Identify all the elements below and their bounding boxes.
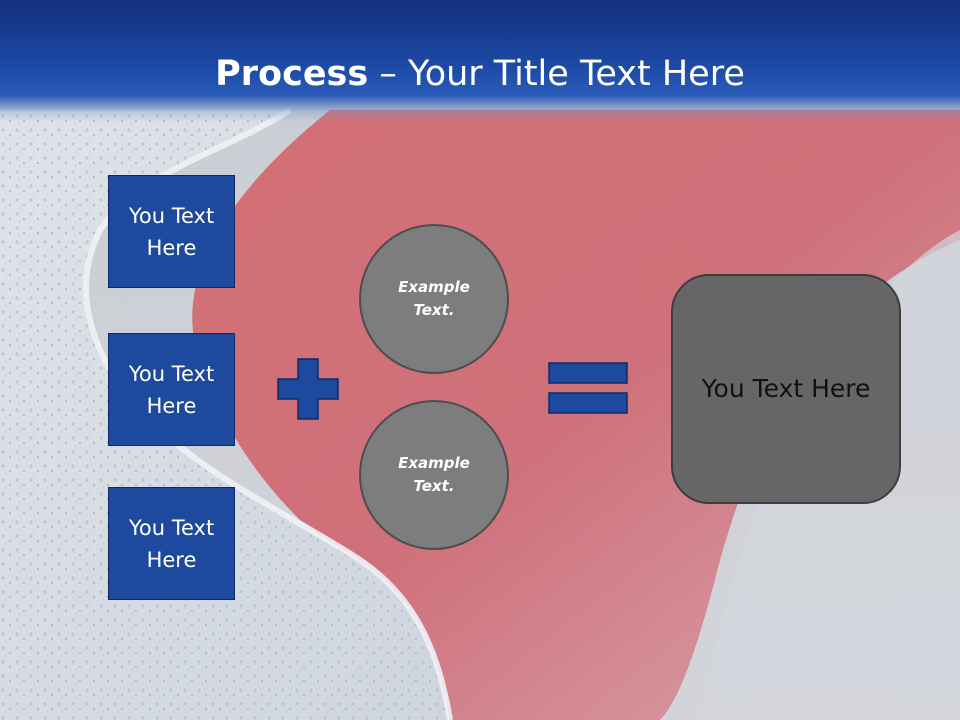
result-label: You Text Here — [701, 374, 871, 403]
example-circle-label: Example Text. — [398, 454, 470, 495]
process-box-1: You Text Here — [108, 175, 235, 288]
example-circle-2: Example Text. — [359, 400, 509, 550]
plus-icon — [277, 358, 339, 420]
process-box-label: You Text Here — [128, 361, 215, 418]
example-circle-label: Example Text. — [398, 278, 470, 319]
page-title: Process – Your Title Text Here — [0, 52, 960, 96]
title-bold: Process — [215, 54, 369, 94]
title-rest: – Your Title Text Here — [368, 54, 745, 94]
example-circle-1: Example Text. — [359, 224, 509, 374]
process-box-2: You Text Here — [108, 333, 235, 446]
equals-icon — [548, 362, 628, 414]
process-box-3: You Text Here — [108, 487, 235, 600]
process-box-label: You Text Here — [128, 203, 215, 260]
title-bar — [0, 0, 960, 122]
process-box-label: You Text Here — [128, 515, 215, 572]
result-box: You Text Here — [671, 274, 901, 504]
